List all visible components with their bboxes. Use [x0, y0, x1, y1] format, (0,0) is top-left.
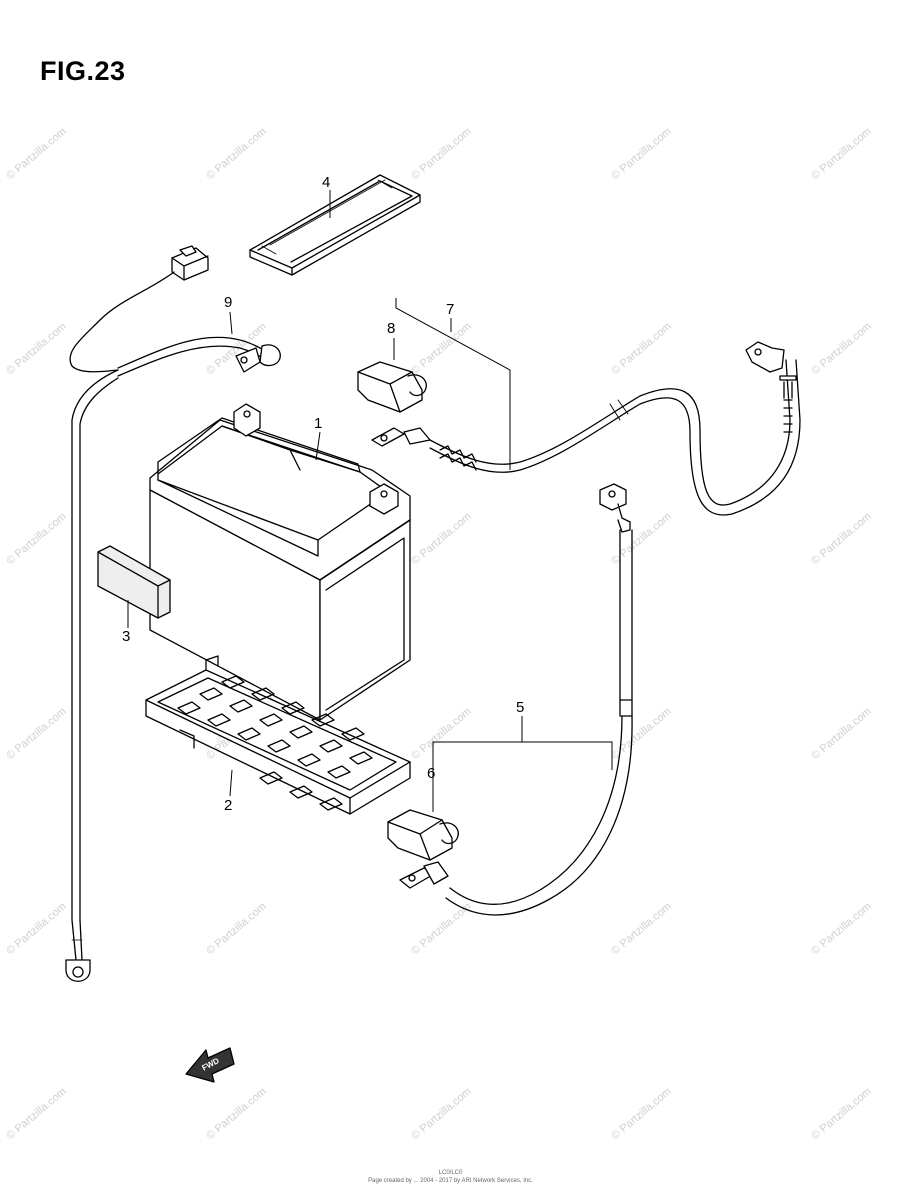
watermark-text: © Partzilla.com — [609, 900, 673, 957]
watermark-text: © Partzilla.com — [409, 1085, 473, 1142]
battery-label — [97, 545, 171, 619]
battery-strap — [249, 174, 421, 276]
ground-lead-wire — [65, 245, 281, 982]
callout-labels: 4 9 7 8 1 3 5 6 2 — [122, 174, 524, 814]
callout-1: 1 — [314, 415, 322, 432]
watermark-text: © Partzilla.com — [4, 900, 68, 957]
callout-5: 5 — [516, 699, 524, 716]
watermark-text: © Partzilla.com — [609, 125, 673, 182]
callout-6: 6 — [427, 765, 435, 782]
callout-3: 3 — [122, 628, 130, 645]
callout-7: 7 — [446, 301, 454, 318]
watermark-text: © Partzilla.com — [4, 125, 68, 182]
terminal-cover-lower — [387, 809, 459, 861]
watermark-text: © Partzilla.com — [4, 320, 68, 377]
watermark-text: © Partzilla.com — [204, 125, 268, 182]
watermark-layer: © Partzilla.com © Partzilla.com © Partzi… — [4, 125, 873, 1142]
negative-lead-wire — [399, 483, 633, 916]
watermark-text: © Partzilla.com — [609, 705, 673, 762]
watermark-text: © Partzilla.com — [609, 1085, 673, 1142]
watermark-text: © Partzilla.com — [609, 320, 673, 377]
watermark-text: © Partzilla.com — [409, 510, 473, 567]
battery-tray — [145, 655, 411, 815]
watermark-text: © Partzilla.com — [4, 510, 68, 567]
footer-code: LC0/LC0 — [438, 1170, 463, 1176]
figure-title: FIG.23 — [40, 56, 126, 86]
watermark-text: © Partzilla.com — [204, 900, 268, 957]
watermark-text: © Partzilla.com — [409, 320, 473, 377]
watermark-text: © Partzilla.com — [809, 125, 873, 182]
battery — [149, 403, 411, 721]
leader-lines — [127, 190, 613, 812]
watermark-text: © Partzilla.com — [204, 1085, 268, 1142]
watermark-text: © Partzilla.com — [409, 705, 473, 762]
watermark-text: © Partzilla.com — [4, 705, 68, 762]
positive-lead-wire — [371, 341, 801, 516]
watermark-text: © Partzilla.com — [809, 705, 873, 762]
watermark-text: © Partzilla.com — [809, 900, 873, 957]
watermark-text: © Partzilla.com — [409, 125, 473, 182]
callout-2: 2 — [224, 797, 232, 814]
watermark-text: © Partzilla.com — [809, 320, 873, 377]
callout-9: 9 — [224, 294, 232, 311]
footer-copyright: Page created by ... 2004 - 2017 by ARI N… — [368, 1178, 533, 1184]
callout-8: 8 — [387, 320, 395, 337]
forward-direction-arrow — [185, 1047, 235, 1083]
watermark-text: © Partzilla.com — [809, 510, 873, 567]
watermark-text: © Partzilla.com — [204, 320, 268, 377]
callout-4: 4 — [322, 174, 330, 191]
watermark-text: © Partzilla.com — [809, 1085, 873, 1142]
terminal-cover-upper — [357, 361, 427, 413]
watermark-text: © Partzilla.com — [4, 1085, 68, 1142]
